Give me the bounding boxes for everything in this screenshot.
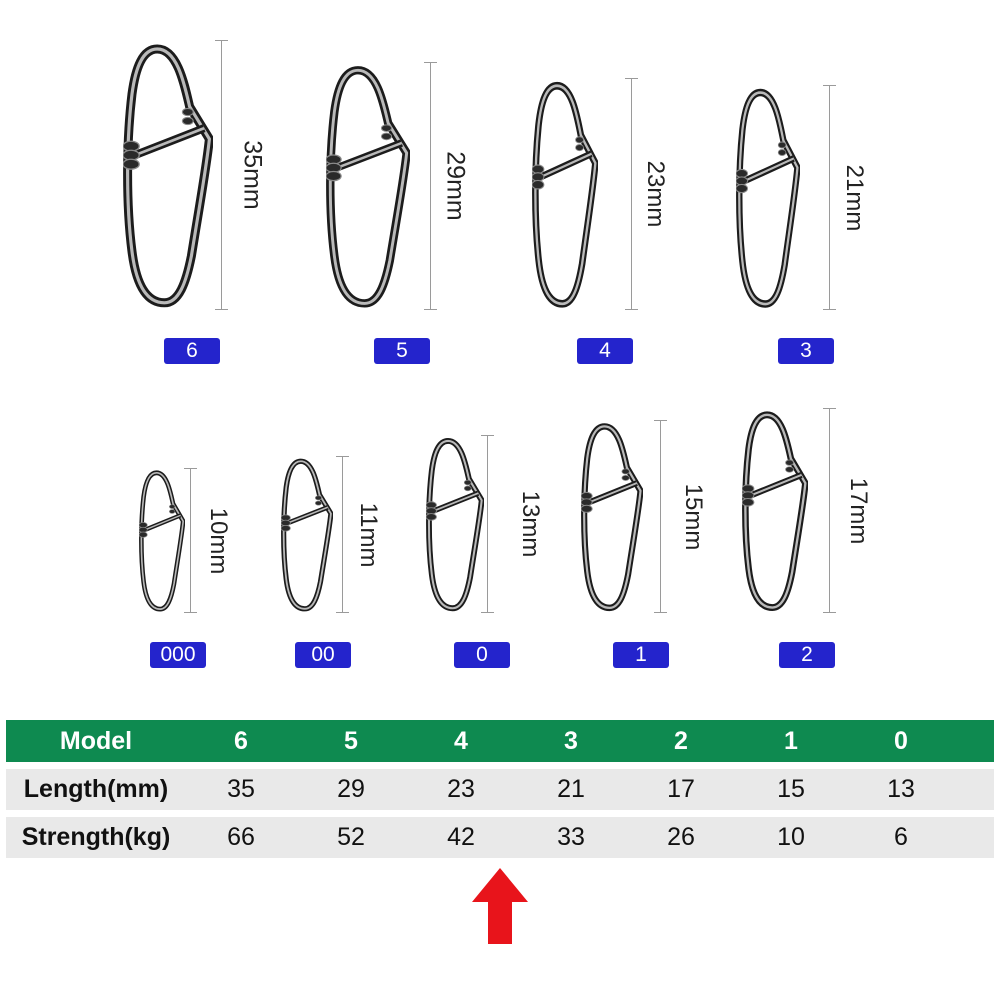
snap-icon (581, 423, 643, 612)
table-cell: 66 (227, 823, 255, 851)
snap-icon (736, 88, 800, 308)
spec-table: Model 6 5 4 3 2 1 0 Length(mm) 35 29 23 … (6, 720, 994, 858)
size-label: 29mm (441, 151, 470, 221)
snap-icon (326, 66, 410, 308)
up-arrow-icon (472, 868, 528, 944)
table-cell: 42 (447, 823, 475, 851)
model-tag: 2 (779, 642, 835, 668)
size-label: 23mm (642, 160, 669, 228)
table-header-cell: Model (59, 726, 133, 755)
model-tag: 6 (164, 338, 220, 364)
table-header-cell: 0 (894, 726, 908, 755)
table-cell: 13 (887, 775, 915, 803)
dimension-ruler (823, 408, 836, 613)
table-header-cell: 2 (674, 726, 688, 755)
table-row-length: Length(mm) 35 29 23 21 17 15 13 (6, 769, 994, 810)
model-tag: 0 (454, 642, 510, 668)
table-cell: 23 (447, 775, 475, 803)
table-cell: 6 (894, 823, 908, 851)
dimension-ruler (654, 420, 667, 613)
table-cell: 29 (337, 775, 365, 803)
dimension-ruler (215, 40, 228, 310)
model-tag: 4 (577, 338, 633, 364)
snap-icon (123, 44, 213, 308)
snap-icon (139, 470, 185, 612)
snap-icon (281, 458, 333, 612)
table-cell: 26 (667, 823, 695, 851)
table-cell: 35 (227, 775, 255, 803)
snap-icon (532, 81, 598, 308)
row-label: Length(mm) (23, 775, 169, 803)
dimension-ruler (625, 78, 638, 310)
table-cell: 52 (337, 823, 365, 851)
table-header-cell: 6 (234, 726, 248, 755)
size-label: 21mm (841, 164, 868, 231)
table-header-cell: 5 (344, 726, 358, 755)
row-label: Strength(kg) (21, 823, 171, 851)
model-tag: 3 (778, 338, 834, 364)
model-tag: 5 (374, 338, 430, 364)
table-row-strength: Strength(kg) 66 52 42 33 26 10 6 (6, 817, 994, 858)
table-cell: 17 (667, 775, 695, 803)
dimension-ruler (336, 456, 349, 613)
size-label: 35mm (238, 140, 267, 210)
dimension-ruler (424, 62, 437, 310)
table-header-cell: 4 (454, 726, 468, 755)
snap-icon (742, 411, 808, 611)
snap-icon (426, 437, 484, 612)
size-label: 15mm (680, 483, 707, 550)
table-cell: 21 (557, 775, 585, 803)
table-cell: 15 (777, 775, 805, 803)
model-tag: 00 (295, 642, 351, 668)
size-label: 10mm (205, 507, 232, 574)
size-label: 17mm (845, 477, 872, 544)
dimension-ruler (481, 435, 494, 613)
model-tag: 1 (613, 642, 669, 668)
table-header-cell: 3 (564, 726, 578, 755)
model-tag: 000 (150, 642, 206, 668)
size-label: 13mm (517, 490, 544, 558)
table-header-cell: 1 (784, 726, 798, 755)
product-size-chart: 35mm 6 29mm 5 23mm 4 21mm 3 10mm 000 11mm 00 13mm 0 15… (123, 40, 872, 668)
table-cell: 10 (777, 823, 805, 851)
size-label: 11mm (355, 502, 382, 567)
dimension-ruler (823, 85, 836, 310)
table-header-row: Model 6 5 4 3 2 1 0 (6, 720, 994, 762)
table-cell: 33 (557, 823, 585, 851)
dimension-ruler (184, 468, 197, 613)
